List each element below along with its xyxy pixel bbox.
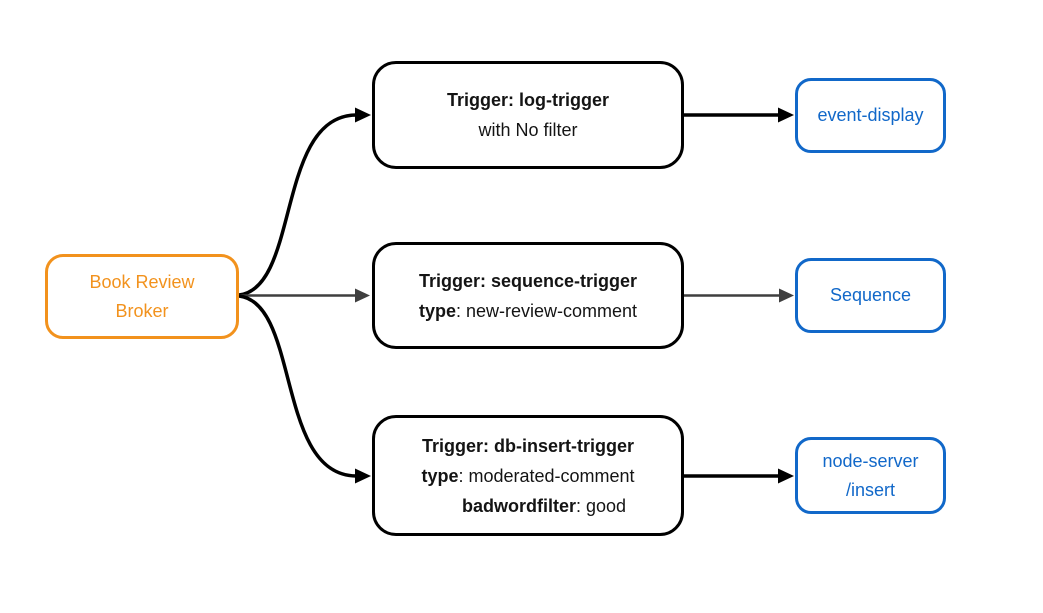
arrowhead-log-trigger-to-event-display <box>778 107 794 123</box>
trigger-db-insert-attr1: type: moderated-comment <box>375 461 681 491</box>
arrowhead-sequence-trigger-to-sequence <box>779 288 794 303</box>
broker-label-line2: Broker <box>115 300 169 321</box>
trigger-sequence-attr-value: : new-review-comment <box>455 300 638 321</box>
trigger-log-subtitle: with No filter <box>478 120 578 140</box>
sink-node-server-node: node-server /insert <box>795 437 946 514</box>
edge-broker-to-log-trigger <box>238 113 357 297</box>
arrowhead-broker-to-log-trigger <box>355 107 371 123</box>
trigger-db-insert-title: Trigger: db-insert-trigger <box>421 435 634 456</box>
sink-node-server-label-line1: node-server <box>822 450 919 471</box>
sink-node-server-label-line2: /insert <box>845 479 896 500</box>
arrowhead-broker-to-db-insert-trigger <box>355 468 371 484</box>
trigger-log-node: Trigger: log-trigger with No filter <box>372 61 684 169</box>
edge-broker-to-db-insert-trigger <box>238 294 357 478</box>
trigger-sequence-title: Trigger: sequence-trigger <box>418 270 638 291</box>
trigger-sequence-attr: type: new-review-comment <box>375 296 681 326</box>
trigger-db-insert-attr1-key: type <box>421 465 459 486</box>
sink-event-display-node: event-display <box>795 78 946 153</box>
trigger-sequence-node: Trigger: sequence-trigger type: new-revi… <box>372 242 684 349</box>
trigger-db-insert-attr2-key: badwordfilter <box>461 495 576 516</box>
trigger-db-insert-attr1-value: : moderated-comment <box>458 465 635 486</box>
sink-event-display-label: event-display <box>817 105 924 125</box>
broker-node: Book Review Broker <box>45 254 239 339</box>
broker-label-line1: Book Review <box>89 271 195 292</box>
trigger-sequence-attr-key: type <box>418 300 456 321</box>
sink-sequence-node: Sequence <box>795 258 946 333</box>
trigger-db-insert-attr2-value: : good <box>575 495 627 516</box>
trigger-db-insert-node: Trigger: db-insert-trigger type: moderat… <box>372 415 684 536</box>
sink-sequence-label: Sequence <box>829 285 912 305</box>
arrowhead-broker-to-sequence-trigger <box>355 288 370 303</box>
arrowhead-db-insert-trigger-to-node-server <box>778 468 794 484</box>
trigger-log-title: Trigger: log-trigger <box>447 90 609 110</box>
trigger-db-insert-attr2: badwordfilter: good <box>375 491 681 521</box>
